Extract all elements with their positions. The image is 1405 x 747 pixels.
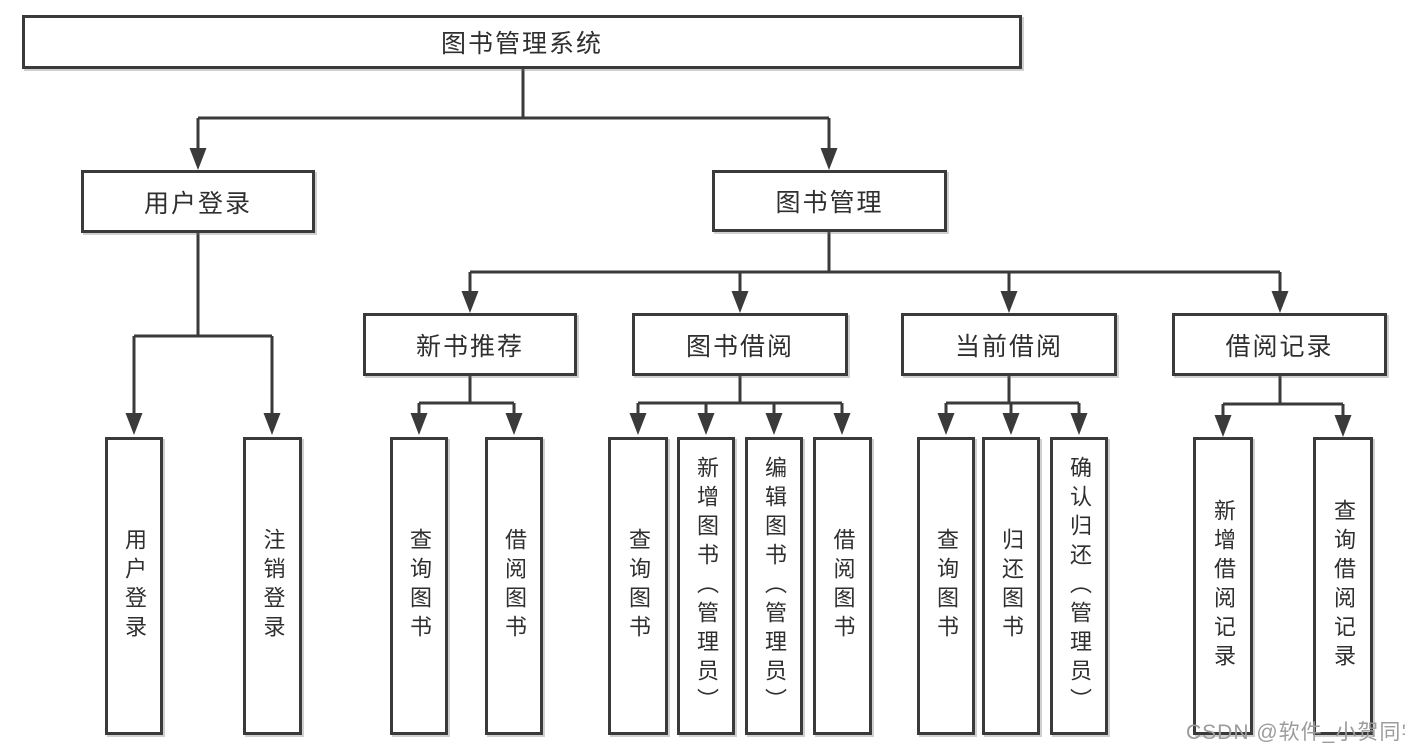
leaf-recommend-borrow-book: 借阅图书 <box>485 437 543 735</box>
connector-root-to-level2 <box>196 69 831 150</box>
arrowhead-icon <box>1002 413 1020 435</box>
arrowhead-icon <box>820 148 838 170</box>
arrowhead-icon <box>125 413 143 435</box>
node-new-book-recommendation: 新书推荐 <box>363 313 577 376</box>
arrowhead-icon <box>697 413 715 435</box>
leaf-current-query-book: 查询图书 <box>917 437 975 735</box>
node-user-login: 用户登录 <box>81 170 315 233</box>
arrowhead-icon <box>765 413 783 435</box>
arrowhead-icon <box>629 413 647 435</box>
leaf-records-query-record: 查询借阅记录 <box>1313 437 1373 735</box>
arrowhead-icon <box>937 413 955 435</box>
connector-new-book-branch <box>417 376 516 415</box>
leaf-current-confirm-return-admin: 确认归还（管理员） <box>1050 437 1108 735</box>
arrowhead-icon <box>461 291 479 313</box>
arrowhead-icon <box>1334 415 1352 437</box>
leaf-recommend-query-book: 查询图书 <box>390 437 448 735</box>
arrowhead-icon <box>263 413 281 435</box>
arrowhead-icon <box>1214 415 1232 437</box>
node-book-borrowing: 图书借阅 <box>632 313 848 376</box>
arrowhead-icon <box>731 291 749 313</box>
connector-current-borrowing-branch <box>944 376 1081 415</box>
node-root: 图书管理系统 <box>22 15 1022 69</box>
arrowheads <box>125 148 1352 437</box>
leaf-logout: 注销登录 <box>243 437 302 735</box>
arrowhead-icon <box>1000 291 1018 313</box>
arrowhead-icon <box>833 413 851 435</box>
connector-book-management-branch <box>468 232 1282 293</box>
connector-book-borrowing-branch <box>636 376 844 415</box>
node-borrowing-records: 借阅记录 <box>1172 313 1387 376</box>
leaf-borrowing-borrow-book: 借阅图书 <box>813 437 872 735</box>
leaf-borrowing-query-book: 查询图书 <box>608 437 668 735</box>
leaf-borrowing-add-book-admin: 新增图书（管理员） <box>677 437 735 735</box>
leaf-current-return-book: 归还图书 <box>982 437 1040 735</box>
node-book-management: 图书管理 <box>712 170 947 232</box>
arrowhead-icon <box>1271 291 1289 313</box>
connector-borrowing-records-branch <box>1221 376 1345 417</box>
watermark: CSDN @软件_小贺同学 <box>1186 721 1405 744</box>
node-current-borrowing: 当前借阅 <box>901 313 1117 376</box>
arrowhead-icon <box>1070 413 1088 435</box>
leaf-records-add-record: 新增借阅记录 <box>1193 437 1253 735</box>
arrowhead-icon <box>410 413 428 435</box>
leaf-user-login: 用户登录 <box>105 437 163 735</box>
arrowhead-icon <box>189 148 207 170</box>
arrowhead-icon <box>505 413 523 435</box>
connector-user-login-branch <box>132 233 274 415</box>
leaf-borrowing-edit-book-admin: 编辑图书（管理员） <box>745 437 803 735</box>
